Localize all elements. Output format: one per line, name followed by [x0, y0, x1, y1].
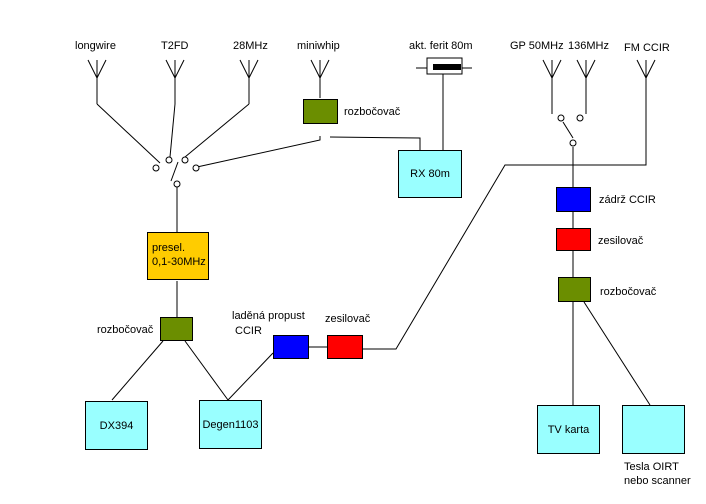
antenna-label-fm-ccir: FM CCIR	[624, 42, 670, 54]
hf-switch-contact-1	[152, 164, 160, 172]
ferrite-core	[433, 64, 461, 70]
dx394-label: DX394	[99, 419, 134, 432]
antenna-label-gp50: GP 50MHz	[510, 40, 564, 52]
tesla-oirt-receiver	[622, 405, 685, 454]
vhf-splitter-label: rozbočovač	[600, 286, 657, 298]
degen1103-label: Degen1103	[202, 418, 259, 431]
vhf-switch-contact-1	[557, 114, 565, 122]
ferrite-antenna-icon	[416, 67, 472, 150]
tv-card-receiver: TV karta	[537, 405, 600, 454]
rx-80m-receiver: RX 80m	[398, 150, 462, 198]
longwire-antenna-icon	[87, 59, 107, 104]
degen1103-receiver: Degen1103	[199, 400, 262, 449]
vhf-switch-contact-2	[576, 114, 584, 122]
tesla-label-line1: Tesla OIRT	[624, 461, 679, 473]
notch-ccir-label: zádrž CCIR	[599, 194, 656, 206]
dx394-receiver: DX394	[85, 401, 148, 450]
preselector: presel. 0,1-30MHz	[147, 232, 209, 280]
tesla-label-line2: nebo scanner	[624, 475, 691, 487]
gp50-antenna-icon	[542, 59, 562, 104]
miniwhip-antenna-icon	[310, 59, 330, 98]
tv-card-label: TV karta	[547, 423, 590, 436]
amp-right-label: zesilovač	[598, 235, 644, 247]
antenna-label-ferrite: akt. ferit 80m	[409, 40, 473, 52]
preselector-label-line1: presel.	[152, 242, 186, 254]
fm-ccir-antenna-icon	[636, 59, 656, 104]
miniwhip-splitter	[303, 99, 338, 124]
amp-left-label: zesilovač	[325, 313, 371, 325]
antenna-label-longwire: longwire	[75, 40, 116, 52]
bandpass-label-line1: laděná propust	[232, 310, 305, 322]
hf-switch-contact-2	[165, 156, 173, 164]
vhf-splitter	[558, 277, 591, 302]
hf-switch-contact-4	[192, 164, 200, 172]
preselector-label-line2: 0,1-30MHz	[152, 256, 206, 268]
vhf-switch-common	[569, 139, 577, 147]
bandpass-label-line2: CCIR	[235, 325, 262, 337]
antenna-label-miniwhip: miniwhip	[297, 40, 340, 52]
t2fd-antenna-icon	[165, 59, 185, 104]
rx-80m-label: RX 80m	[410, 168, 450, 180]
hf-switch-contact-3	[181, 156, 189, 164]
hf-switch-common	[173, 180, 181, 188]
antenna-label-28mhz: 28MHz	[233, 40, 268, 52]
miniwhip-splitter-label: rozbočovač	[344, 106, 401, 118]
amplifier-left	[327, 335, 363, 359]
28mhz-antenna-icon	[239, 59, 259, 104]
antenna-label-t2fd: T2FD	[161, 40, 189, 52]
amplifier-right	[556, 228, 591, 251]
136mhz-antenna-icon	[576, 59, 596, 104]
ccir-bandpass-filter	[273, 335, 309, 359]
antenna-label-136mhz: 136MHz	[568, 40, 609, 52]
ccir-notch-filter	[556, 187, 591, 212]
hf-splitter	[160, 317, 193, 341]
hf-splitter-label: rozbočovač	[97, 324, 154, 336]
